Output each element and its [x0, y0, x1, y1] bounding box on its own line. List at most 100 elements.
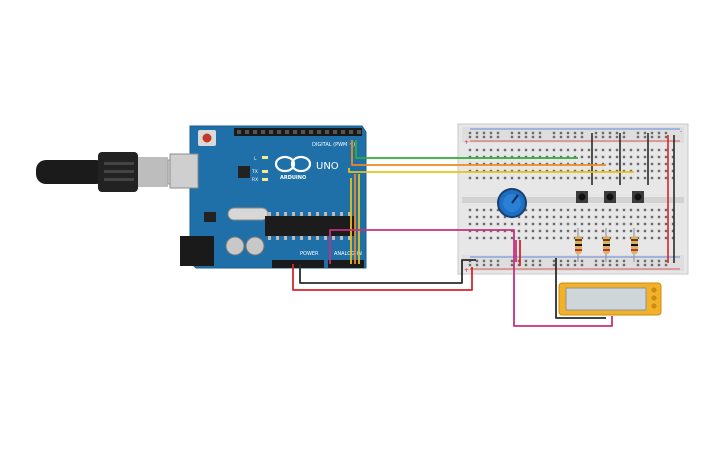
breadboard-hole [468, 135, 472, 139]
breadboard-hole [489, 236, 493, 240]
breadboard-hole [517, 135, 521, 139]
breadboard-hole [629, 222, 633, 226]
breadboard-hole [650, 208, 654, 212]
breadboard-hole [552, 215, 556, 219]
breadboard-hole [601, 176, 605, 180]
breadboard-hole [650, 176, 654, 180]
breadboard-hole [601, 155, 605, 159]
breadboard-hole [650, 162, 654, 166]
breadboard-hole [559, 148, 563, 152]
rail-minus-label: - [680, 128, 682, 135]
breadboard-hole [552, 131, 556, 135]
breadboard-hole [552, 176, 556, 180]
breadboard-hole [482, 236, 486, 240]
breadboard-hole [475, 215, 479, 219]
breadboard-hole [587, 208, 591, 212]
breadboard-hole [657, 229, 661, 233]
svg-text:TX: TX [251, 169, 258, 175]
resistor [575, 228, 582, 262]
breadboard-hole [566, 215, 570, 219]
breadboard-hole [671, 222, 675, 226]
potentiometer[interactable] [497, 188, 527, 218]
breadboard-hole [559, 135, 563, 139]
breadboard-hole [566, 259, 570, 263]
breadboard-hole [580, 263, 584, 267]
breadboard-hole [650, 169, 654, 173]
breadboard-hole [587, 169, 591, 173]
breadboard-hole [636, 131, 640, 135]
wire-yellow [348, 168, 634, 173]
breadboard-hole [580, 208, 584, 212]
breadboard-hole [524, 148, 528, 152]
breadboard-hole [657, 236, 661, 240]
breadboard-hole [510, 259, 514, 263]
breadboard-hole [594, 229, 598, 233]
breadboard-hole [629, 208, 633, 212]
breadboard-hole [608, 208, 612, 212]
breadboard-hole [580, 131, 584, 135]
pushbutton[interactable] [576, 191, 588, 203]
breadboard-hole [503, 222, 507, 226]
breadboard-hole [643, 236, 647, 240]
breadboard-hole [517, 215, 521, 219]
pushbutton[interactable] [632, 191, 644, 203]
breadboard-hole [650, 155, 654, 159]
breadboard-hole [643, 135, 647, 139]
breadboard-hole [608, 229, 612, 233]
breadboard-hole [566, 229, 570, 233]
breadboard-hole [552, 162, 556, 166]
breadboard-hole [594, 169, 598, 173]
breadboard-hole [496, 263, 500, 267]
breadboard-hole [489, 169, 493, 173]
breadboard-hole [636, 263, 640, 267]
svg-text:L: L [254, 156, 257, 162]
breadboard-hole [608, 162, 612, 166]
breadboard-hole [615, 169, 619, 173]
breadboard-hole [608, 135, 612, 139]
breadboard-hole [573, 176, 577, 180]
wire-black-lcd [555, 258, 606, 319]
breadboard-hole [531, 229, 535, 233]
breadboard-hole [573, 131, 577, 135]
breadboard-hole [517, 222, 521, 226]
breadboard-hole [601, 263, 605, 267]
breadboard-hole [482, 215, 486, 219]
breadboard-hole [496, 208, 500, 212]
breadboard-hole [468, 263, 472, 267]
capacitor [245, 236, 265, 256]
breadboard-hole [615, 236, 619, 240]
breadboard-hole [503, 236, 507, 240]
wire-green [355, 140, 578, 159]
breadboard-hole [475, 236, 479, 240]
breadboard-hole [524, 236, 528, 240]
pushbutton[interactable] [604, 191, 616, 203]
breadboard-hole [524, 222, 528, 226]
breadboard-hole [622, 259, 626, 263]
breadboard-hole [566, 236, 570, 240]
capacitor [225, 236, 245, 256]
breadboard-hole [482, 148, 486, 152]
breadboard-hole [587, 155, 591, 159]
breadboard-hole [559, 131, 563, 135]
breadboard-hole [482, 259, 486, 263]
breadboard-hole [496, 229, 500, 233]
breadboard-hole [622, 222, 626, 226]
breadboard-hole [664, 208, 668, 212]
breadboard-hole [468, 176, 472, 180]
analog-label: ANALOG IN [334, 251, 362, 257]
breadboard-hole [580, 169, 584, 173]
breadboard-hole [545, 155, 549, 159]
breadboard-hole [545, 215, 549, 219]
breadboard-hole [538, 259, 542, 263]
breadboard-hole [489, 155, 493, 159]
breadboard-hole [615, 148, 619, 152]
breadboard-hole [657, 148, 661, 152]
breadboard-hole [524, 215, 528, 219]
breadboard-hole [559, 155, 563, 159]
breadboard-hole [601, 169, 605, 173]
breadboard-hole [650, 215, 654, 219]
breadboard-hole [594, 162, 598, 166]
breadboard-hole [622, 236, 626, 240]
breadboard-hole [580, 162, 584, 166]
